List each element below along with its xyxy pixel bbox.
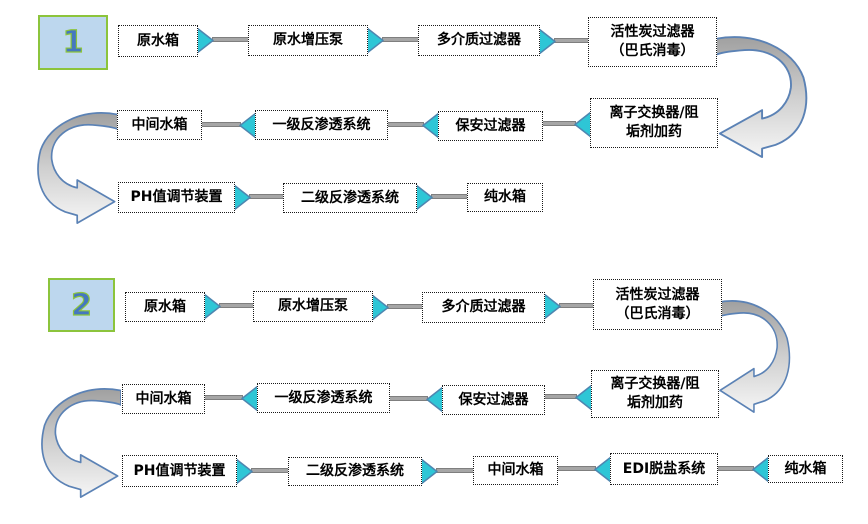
process-node-label: 一级反渗透系统 [272, 116, 371, 133]
process-node-label: 活性炭过滤器 （巴氏消毒） [615, 286, 700, 322]
process-node-label: 原水增压泵 [273, 32, 343, 49]
flow-number-badge: 1 [38, 15, 108, 70]
process-node-label: 离子交换器/阻 垢剂加药 [609, 105, 699, 140]
flow-arrowhead-icon [233, 184, 251, 211]
process-node-label: 多介质过滤器 [441, 299, 526, 316]
flow-connector-line [543, 394, 577, 399]
process-node: 原水增压泵 [248, 25, 368, 56]
process-node: PH值调节装置 [118, 182, 235, 213]
flow-connector-line [388, 396, 428, 401]
flow-connector-line [387, 304, 424, 309]
process-node-label: 原水增压泵 [278, 298, 348, 315]
flow-connector-line [219, 303, 255, 308]
flow-arrowhead-icon [235, 458, 253, 485]
flow-connector-line [251, 468, 290, 473]
process-node: 一级反渗透系统 [257, 383, 390, 413]
flow-arrowhead-icon [538, 28, 556, 55]
flow-number-label: 1 [62, 24, 84, 60]
flow-arrowhead-icon [420, 458, 438, 485]
flow-arrowhead-icon [371, 294, 389, 321]
flow-connector-line [431, 194, 469, 199]
flow-connector-line [203, 395, 243, 400]
process-node: 二级反渗透系统 [283, 183, 417, 213]
curved-arrow-icon [716, 300, 794, 414]
process-node: 中间水箱 [473, 456, 558, 485]
flow-connector-line [386, 122, 424, 127]
flow-arrowhead-icon [543, 293, 561, 320]
process-node: 一级反渗透系统 [255, 110, 388, 140]
process-node-label: 保安过滤器 [458, 391, 529, 408]
process-node-label: EDI脱盐系统 [622, 460, 706, 477]
process-node-label: PH值调节装置 [133, 462, 226, 479]
process-node: 二级反渗透系统 [288, 457, 422, 486]
process-node: 保安过滤器 [438, 111, 543, 141]
process-node-label: 活性炭过滤器 （巴氏消毒） [610, 24, 695, 59]
flow-connector-line [200, 122, 241, 127]
flow-connector-line [556, 466, 596, 471]
process-node: 原水箱 [125, 292, 205, 322]
process-node-label: PH值调节装置 [130, 189, 223, 206]
process-node-label: 原水箱 [144, 298, 186, 315]
process-node: 原水箱 [118, 25, 198, 57]
process-node: 多介质过滤器 [418, 25, 540, 56]
flow-arrowhead-icon [203, 293, 221, 320]
flow-arrowhead-icon [196, 27, 214, 54]
process-node-label: 多介质过滤器 [437, 32, 521, 49]
flow-arrowhead-icon [366, 27, 384, 54]
process-node-label: 二级反渗透系统 [301, 189, 399, 206]
flow-connector-line [382, 37, 420, 42]
flow-connector-line [436, 468, 475, 473]
flow-connector-line [212, 37, 250, 42]
process-node: 离子交换器/阻 垢剂加药 [591, 370, 719, 418]
curved-arrow-icon [33, 112, 119, 224]
flow-number-badge: 2 [48, 278, 115, 332]
process-node: 纯水箱 [467, 183, 543, 212]
process-node-label: 保安过滤器 [455, 117, 526, 134]
process-node-label: 纯水箱 [784, 460, 827, 477]
process-node: 活性炭过滤器 （巴氏消毒） [588, 17, 717, 67]
process-node: 纯水箱 [768, 455, 843, 483]
process-node: 活性炭过滤器 （巴氏消毒） [593, 279, 722, 330]
process-node-label: 一级反渗透系统 [274, 389, 373, 406]
flow-number-label: 2 [70, 287, 92, 323]
process-node-label: 原水箱 [137, 32, 179, 49]
process-node: 中间水箱 [117, 110, 202, 140]
flow-connector-line [559, 303, 595, 308]
process-node: 多介质过滤器 [422, 292, 545, 323]
curved-arrow-icon [715, 36, 812, 158]
process-node: 中间水箱 [122, 384, 205, 414]
flow-connector-line [554, 38, 590, 43]
process-node: 离子交换器/阻 垢剂加药 [590, 98, 718, 148]
process-node: 原水增压泵 [253, 291, 373, 322]
process-node-label: 二级反渗透系统 [306, 463, 404, 480]
curved-arrow-icon [37, 388, 122, 498]
process-node: PH值调节装置 [122, 455, 237, 487]
flow-connector-line [249, 194, 285, 199]
process-node: EDI脱盐系统 [610, 453, 718, 485]
process-node-label: 离子交换器/阻 垢剂加药 [610, 376, 700, 411]
process-node-label: 纯水箱 [484, 189, 526, 206]
process-node: 保安过滤器 [442, 385, 545, 415]
process-node-label: 中间水箱 [487, 462, 544, 479]
flow-connector-line [716, 466, 754, 471]
flow-connector-line [541, 121, 576, 126]
flow-arrowhead-icon [415, 184, 433, 211]
process-node-label: 中间水箱 [135, 390, 192, 407]
process-node-label: 中间水箱 [131, 116, 188, 133]
